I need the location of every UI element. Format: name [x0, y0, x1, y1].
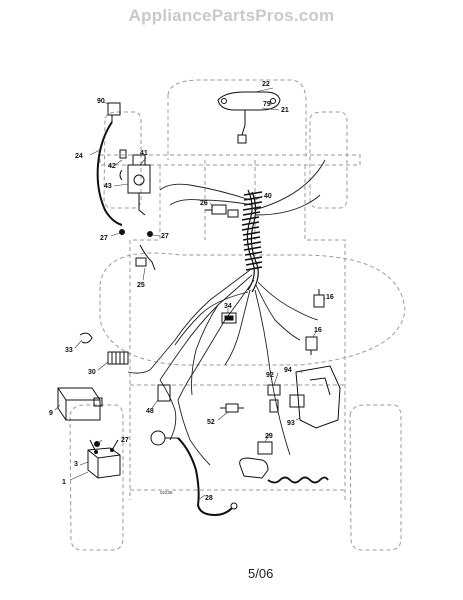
- main-harness-bundle: [241, 189, 263, 293]
- connector-26: [205, 204, 239, 218]
- callout-25: 25: [137, 282, 145, 289]
- coiled-wire: [267, 476, 329, 484]
- callout-27a: 27: [100, 235, 108, 242]
- callout-21: 21: [281, 107, 289, 114]
- switch-16b: [305, 336, 318, 355]
- seat-switch-29: [239, 441, 273, 479]
- battery-box-9: [57, 387, 103, 421]
- callout-30: 30: [88, 369, 96, 376]
- callout-48: 48: [146, 408, 154, 415]
- module-34: [221, 312, 237, 324]
- callout-94: 94: [284, 367, 292, 374]
- fuse-52: [220, 403, 244, 413]
- page-number: 5/06: [248, 566, 274, 581]
- callout-52: 52: [207, 419, 215, 426]
- figure-code: 02236: [160, 490, 173, 495]
- callout-41: 41: [140, 150, 148, 157]
- callout-93: 93: [287, 420, 295, 427]
- callout-28: 28: [205, 495, 213, 502]
- callout-34: 34: [224, 303, 232, 310]
- leader-lines: [54, 87, 326, 501]
- callout-22: 22: [262, 81, 270, 88]
- switch-group-92-94-93: [267, 365, 341, 429]
- headlight-assembly: [217, 91, 281, 144]
- callout-79: 79: [263, 101, 271, 108]
- harness-branches: [127, 159, 326, 466]
- connector-90: [107, 102, 121, 122]
- callout-40: 40: [264, 193, 272, 200]
- ignition-switch: [119, 149, 151, 216]
- callout-43: 43: [104, 183, 112, 190]
- callout-labels: 90 22 79 21 42 24 41 43 40 26 27 27 25 1…: [49, 81, 334, 502]
- connector-25: [135, 244, 156, 271]
- callout-9: 9: [49, 410, 53, 417]
- tractor-outline: [69, 79, 406, 551]
- clip-33: [79, 332, 93, 344]
- wire-28: [177, 437, 233, 517]
- callout-24: 24: [75, 153, 83, 160]
- wire-24: [96, 121, 123, 226]
- ground-terminals: [94, 229, 153, 447]
- watermark: AppliancePartsPros.com: [128, 6, 335, 25]
- callout-27c: 27: [121, 437, 129, 444]
- callout-16a: 16: [326, 294, 334, 301]
- callout-3: 3: [74, 461, 78, 468]
- callout-42: 42: [108, 163, 116, 170]
- callout-29: 29: [265, 433, 273, 440]
- callout-27b: 27: [161, 233, 169, 240]
- solenoid-48: [150, 384, 178, 446]
- connector-block-30: [107, 351, 129, 365]
- callout-16b: 16: [314, 327, 322, 334]
- switch-16a: [313, 289, 325, 308]
- callout-1: 1: [62, 479, 66, 486]
- callout-33: 33: [65, 347, 73, 354]
- callout-26: 26: [200, 200, 208, 207]
- battery-1: [87, 439, 121, 479]
- callout-92: 92: [266, 372, 274, 379]
- callout-90: 90: [97, 98, 105, 105]
